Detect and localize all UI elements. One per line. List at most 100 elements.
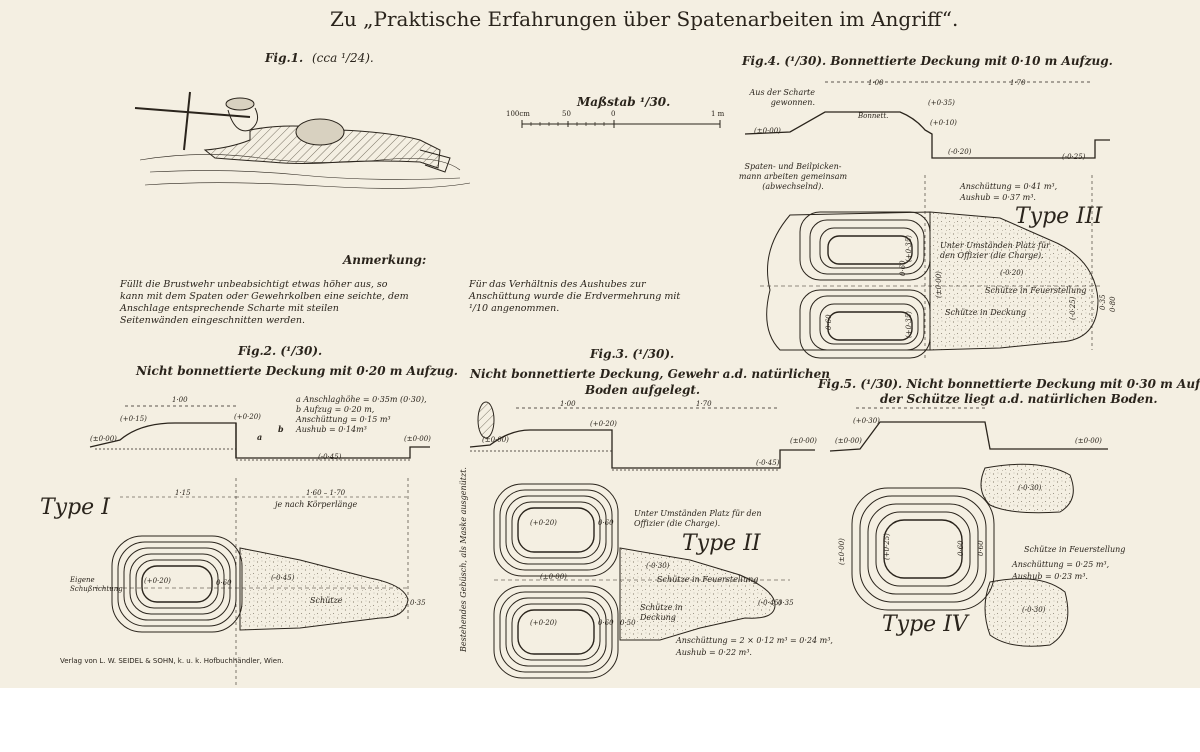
type3-035: 0·35 — [1099, 294, 1107, 310]
type2-zero: (±0·00) — [540, 573, 567, 581]
type1-schuetze: Schütze — [310, 596, 343, 605]
fig4-bonnett: Bonnett. — [858, 112, 889, 120]
type3-plus035-top: (+0·35) — [905, 235, 913, 262]
type2-schuetze-feuer: Schütze in Feuerstellung — [657, 575, 759, 584]
type2-050: 0·50 — [620, 619, 636, 627]
type4-plus025: (+0·25) — [883, 533, 891, 560]
type2-060-top: 0·60 — [598, 519, 614, 527]
type3-minus020: (-0·20) — [1000, 269, 1024, 277]
fig2-dim-zero-left: (±0·00) — [90, 435, 117, 443]
fig2-heading: Fig.2. (¹/30). — [238, 344, 323, 358]
type4-plan — [851, 463, 1074, 647]
type3-platz: Unter Umständen Platz für den Offizier (… — [940, 241, 1050, 260]
plate-drawing — [89, 81, 1110, 688]
scale-tick-50: 50 — [562, 110, 571, 118]
fig4-dim-100: 1·00 — [868, 79, 884, 87]
type3-zero: (±0·00) — [935, 271, 943, 298]
type2-platz: Unter Umständen Platz für den Offizier (… — [634, 509, 762, 528]
fig2-legend-a: a Anschlaghöhe = 0·35m (0·30), — [296, 395, 427, 404]
type1-schussrichtung: Eigene Schußrichtung — [70, 576, 123, 593]
fig4-anschuettung: Anschüttung = 0·41 m³, — [960, 182, 1058, 191]
fig4-dim-plus035: (+0·35) — [928, 99, 955, 107]
fig4-dim-minus025: (-0·25) — [1062, 153, 1086, 161]
fig2-koerperlaenge: je nach Körperlänge — [275, 500, 358, 509]
type2-060-bottom: 0·60 — [598, 619, 614, 627]
fig2-legend-anschuettung: Anschüttung = 0·15 m³ — [296, 415, 391, 424]
fig5-heading-1: Fig.5. (¹/30). Nicht bonnettierte Deckun… — [818, 377, 1200, 391]
fig4-scharte: Aus der Scharte gewonnen. — [749, 88, 815, 107]
type3-060-top: 0·60 — [899, 260, 907, 276]
fig2-legend-b: b Aufzug = 0·20 m, — [296, 405, 375, 414]
type3-080: 0·80 — [1109, 296, 1117, 312]
type2-schuetze-deckung: Schütze in Deckung — [640, 603, 683, 622]
fig3-heading: Fig.3. (¹/30). — [590, 347, 675, 361]
fig5-dim-plus030: (+0·30) — [853, 417, 880, 425]
type4-zero: (±0·00) — [838, 538, 846, 565]
fig3-dim-zero-left: (±0·00) — [482, 436, 509, 444]
fig2-legend-aushub: Aushub = 0·14m³ — [296, 425, 367, 434]
fig2-dim-minus045: (-0·45) — [318, 453, 342, 461]
fig3-dim-plus020: (+0·20) — [590, 420, 617, 428]
type4-minus030-top: (-0·30) — [1018, 484, 1042, 492]
type4-060-a: 0·60 — [957, 540, 965, 556]
type4-schuetze: Schütze in Feuerstellung — [1024, 545, 1126, 554]
fig5-section — [829, 407, 1108, 452]
type3-minus025: (-0·25) — [1069, 296, 1077, 320]
type4-minus030-bottom: (-0·30) — [1022, 606, 1046, 614]
fig4-dim-plus010: (+0·10) — [930, 119, 957, 127]
type2-minus045: (-0·45) — [758, 599, 782, 607]
type2-minus030: (-0·30) — [646, 562, 670, 570]
fig4-dim-170: 1·70 — [1010, 79, 1026, 87]
soldier-illustration — [134, 91, 471, 189]
scale-bar — [521, 120, 721, 128]
type2-gebuesch: Bestehendes Gebüsch, als Maske ausgenütz… — [459, 467, 468, 652]
type1-plan — [95, 535, 410, 633]
fig2-label-b: b — [278, 424, 284, 434]
scale-tick-100: 100cm — [506, 110, 530, 118]
fig2-dim-115: 1·15 — [175, 489, 191, 497]
massstab-label: Maßstab ¹/30. — [577, 95, 671, 109]
fig3-dim-zero-right: (±0·00) — [790, 437, 817, 445]
fig4-dim-zero: (±0·00) — [754, 127, 781, 135]
type3-label: Type III — [1015, 204, 1103, 229]
type4-060-b: 0·60 — [977, 540, 985, 556]
fig4-aushub: Aushub = 0·37 m³. — [960, 193, 1036, 202]
type3-plan — [760, 211, 1100, 359]
type2-aushub: Aushub = 0·22 m³. — [676, 648, 752, 657]
fig5-dim-zero-right: (±0·00) — [1075, 437, 1102, 445]
fig2-dim-zero-right: (±0·00) — [404, 435, 431, 443]
fig3-dim-100: 1·00 — [560, 400, 576, 408]
type1-035: 0·35 — [410, 599, 426, 607]
fig2-dim-plus020: (+0·20) — [234, 413, 261, 421]
type1-060: 0·60 — [216, 579, 232, 587]
type3-plus035-bottom: (+0·35) — [905, 311, 913, 338]
type4-label: Type IV — [882, 612, 968, 637]
type2-anschuettung: Anschüttung = 2 × 0·12 m³ = 0·24 m³, — [676, 636, 833, 645]
fig3-dim-170: 1·70 — [696, 400, 712, 408]
type2-plus020-bottom: (+0·20) — [530, 619, 557, 627]
anmerkung-text: Füllt die Brustwehr unbeabsichtigt etwas… — [120, 279, 409, 326]
scale-tick-1m: 1 m — [711, 110, 725, 118]
fig5-dim-zero-left: (±0·00) — [835, 437, 862, 445]
fig2-dim-plus015: (+0·15) — [120, 415, 147, 423]
type3-schuetze-feuer: Schütze in Feuerstellung — [985, 286, 1087, 295]
fig2-subtitle: Nicht bonnettierte Deckung mit 0·20 m Au… — [136, 364, 458, 378]
fig2-dim-160-170: 1·60 – 1·70 — [306, 489, 346, 497]
verhaeltnis-note: Für das Verhältnis des Aushubes zur Ansc… — [469, 279, 681, 314]
fig3-section — [469, 401, 815, 471]
fig5-heading-2: der Schütze liegt a.d. natürlichen Boden… — [880, 392, 1158, 406]
page-title: Zu „Praktische Erfahrungen über Spatenar… — [330, 7, 959, 31]
type2-plan — [493, 483, 790, 679]
fig1-heading: Fig.1. — [265, 51, 304, 65]
type4-aushub: Aushub = 0·23 m³. — [1012, 572, 1088, 581]
fig4-heading: Fig.4. (¹/30). Bonnettierte Deckung mit … — [742, 54, 1113, 68]
fig2-label-a: a — [257, 432, 263, 442]
type2-label: Type II — [682, 531, 761, 556]
type3-060-bottom: 0·60 — [825, 314, 833, 330]
fig3-subtitle-2: Boden aufgelegt. — [585, 383, 701, 397]
type1-plus020: (+0·20) — [144, 577, 171, 585]
fig1-scale: (cca ¹/24). — [312, 51, 374, 65]
type4-anschuettung: Anschüttung = 0·25 m³, — [1012, 560, 1110, 569]
scale-tick-0: 0 — [611, 110, 616, 118]
type1-label: Type I — [40, 495, 110, 520]
